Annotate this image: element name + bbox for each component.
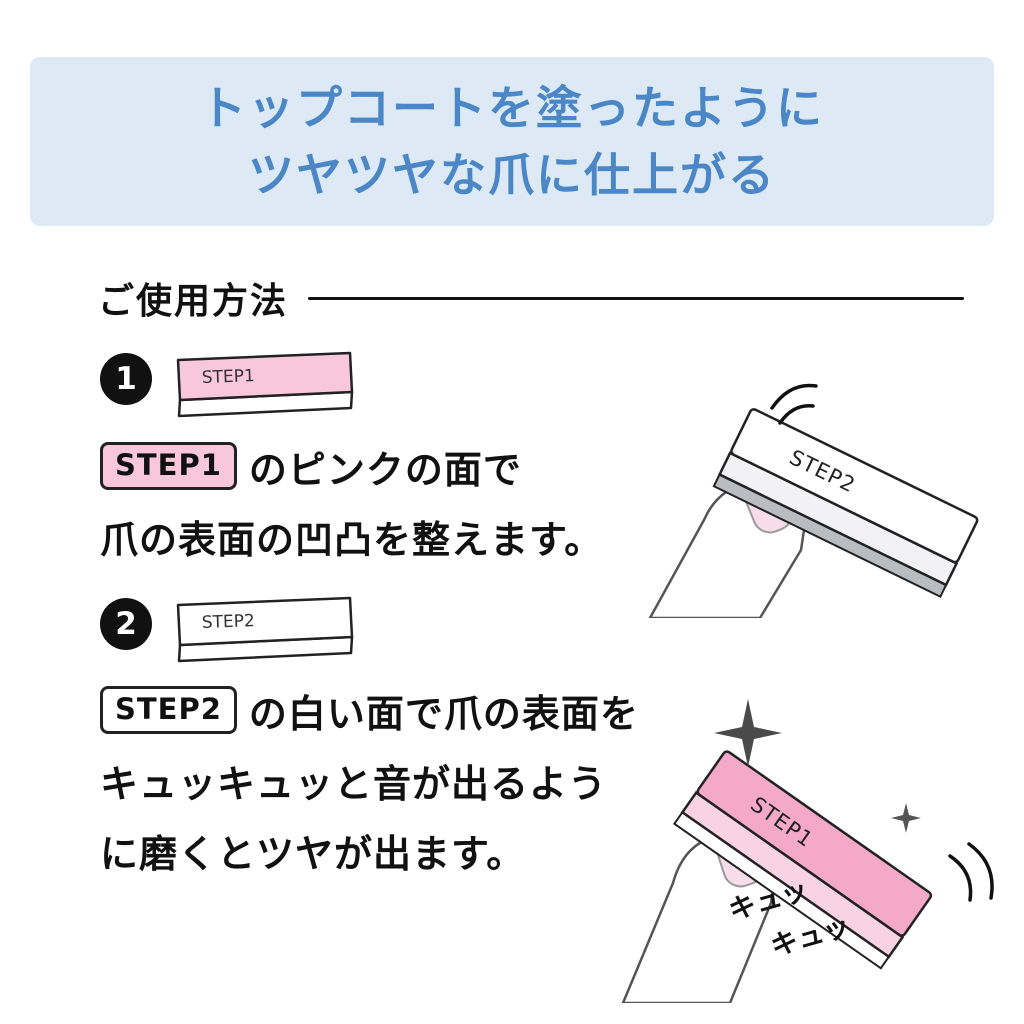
vibration-arc-icon — [778, 404, 815, 425]
step2-text-line2: キュッキュッと音が出るよう — [100, 761, 608, 806]
buffer-bottom: STEP1 — [672, 750, 933, 970]
step2-text-line3: に磨くとツヤが出ます。 — [100, 831, 526, 876]
step2-chip: STEP2 — [100, 686, 237, 734]
vibration-arc-icon — [967, 842, 994, 900]
usage-heading: ご使用方法 — [98, 272, 964, 324]
vibration-arc-icon — [770, 383, 818, 410]
step2-block-label: STEP2 — [201, 611, 255, 633]
step1-block-graphic: STEP1 — [176, 351, 354, 418]
step-illustration-top: STEP2 — [648, 383, 979, 618]
step1-text-line2: 爪の表面の凹凸を整えます。 — [100, 517, 604, 562]
step1-number-badge: 1 — [100, 353, 152, 405]
usage-title: ご使用方法 — [98, 281, 289, 322]
header-title-line1: トップコートを塗ったように — [200, 81, 824, 136]
step2-block-top — [176, 596, 354, 647]
step2-number-badge: 2 — [100, 598, 152, 650]
header-title-line2: ツヤツヤな爪に仕上がる — [248, 147, 776, 202]
step2-block-graphic: STEP2 — [176, 596, 354, 663]
step1-chip: STEP1 — [100, 442, 237, 490]
header-banner: トップコートを塗ったように ツヤツヤな爪に仕上がる — [30, 57, 994, 226]
buffer-top: STEP2 — [712, 408, 979, 599]
heading-rule — [308, 296, 964, 300]
step-illustration-bottom: STEP1 キュッ キュッ — [621, 699, 994, 1003]
buffer-top-face — [730, 408, 979, 564]
step2-text-line1: の白い面で爪の表面を — [248, 691, 639, 736]
sparkle-icon — [714, 699, 782, 767]
step1-block-top — [176, 351, 354, 402]
step1-text-line1: のピンクの面で — [248, 447, 522, 492]
step2-number: 2 — [115, 606, 137, 642]
step1-number: 1 — [115, 361, 137, 397]
buffer-bottom-face — [696, 750, 933, 937]
step1-instructions: STEP1 のピンクの面で 爪の表面の凹凸を整えます。 — [100, 438, 603, 578]
vibration-arc-icon — [948, 854, 973, 902]
step1-text-row1: STEP1 のピンクの面で — [100, 438, 603, 494]
step2-text-row1: STEP2 の白い面で爪の表面を — [100, 682, 639, 738]
step2-instructions: STEP2 の白い面で爪の表面を キュッキュッと音が出るよう に磨くとツヤが出ま… — [100, 682, 639, 892]
sparkle-icon — [891, 803, 921, 833]
step1-block-label: STEP1 — [201, 366, 255, 388]
